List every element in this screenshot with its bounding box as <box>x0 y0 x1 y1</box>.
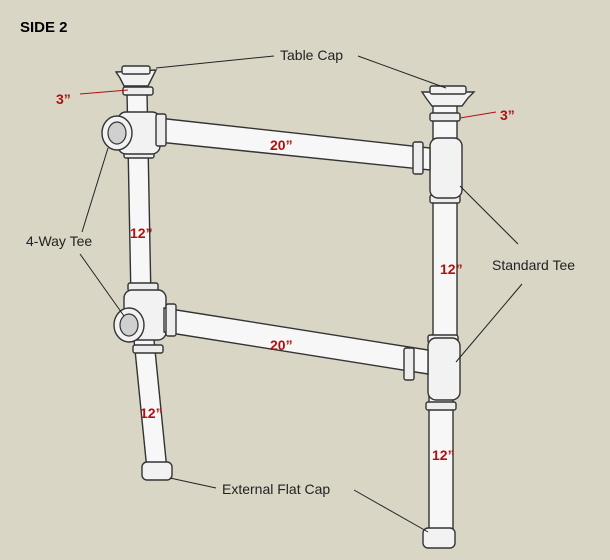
standard-tee-lower <box>427 337 461 401</box>
top-rail-ring-left <box>155 113 167 147</box>
bottom-rail-ring-right <box>403 347 415 381</box>
four-way-tee-upper-hole <box>107 121 127 145</box>
four-way-tee-lower <box>113 289 167 343</box>
left-cap-ring <box>122 86 154 96</box>
dim-cap-left: 3” <box>56 91 71 107</box>
top-rail-ring-right <box>412 141 424 175</box>
standard-tee-upper <box>429 137 463 199</box>
leader-cap-dim-right <box>459 111 497 119</box>
top-rail-pipe <box>157 117 431 171</box>
dim-rail-top: 20” <box>270 137 293 153</box>
dim-rail-bottom: 20” <box>270 337 293 353</box>
leader-flat-cap-left <box>169 477 217 489</box>
label-standard-tee: Standard Tee <box>492 257 575 273</box>
bottom-rail-ring-left <box>165 303 177 337</box>
table-cap-left-top <box>121 65 151 75</box>
leader-table-cap-right <box>357 55 447 89</box>
leader-four-way-lower <box>79 253 125 317</box>
right-flat-cap <box>422 527 456 549</box>
dim-right-lower: 12” <box>432 447 455 463</box>
leader-standard-tee-upper <box>459 185 519 245</box>
leader-four-way-upper <box>81 147 109 233</box>
table-cap-left <box>114 65 158 87</box>
leader-cap-dim-left <box>79 89 129 95</box>
left-flat-cap <box>141 461 173 481</box>
label-table-cap: Table Cap <box>280 47 343 63</box>
table-cap-right-body <box>420 91 476 107</box>
bottom-rail-pipe <box>163 307 429 375</box>
four-way-tee-lower-hole <box>119 313 139 337</box>
left-ring-3 <box>132 344 164 354</box>
leader-standard-tee-lower <box>455 283 523 363</box>
dim-right-upper: 12” <box>440 261 463 277</box>
four-way-tee-upper <box>101 111 161 155</box>
leader-table-cap-left <box>155 55 275 69</box>
leader-flat-cap-right <box>353 489 429 533</box>
right-leg <box>422 101 461 549</box>
label-four-way-tee: 4-Way Tee <box>26 233 92 249</box>
dim-left-lower: 12” <box>140 405 163 421</box>
table-cap-right-top <box>429 85 467 95</box>
dim-left-upper: 12” <box>130 225 153 241</box>
table-cap-right <box>420 85 476 107</box>
diagram-title: SIDE 2 <box>20 19 68 36</box>
right-ring-4 <box>425 401 457 411</box>
dim-cap-right: 3” <box>500 107 515 123</box>
right-ring-1 <box>429 112 461 122</box>
label-external-flat-cap: External Flat Cap <box>222 481 330 497</box>
